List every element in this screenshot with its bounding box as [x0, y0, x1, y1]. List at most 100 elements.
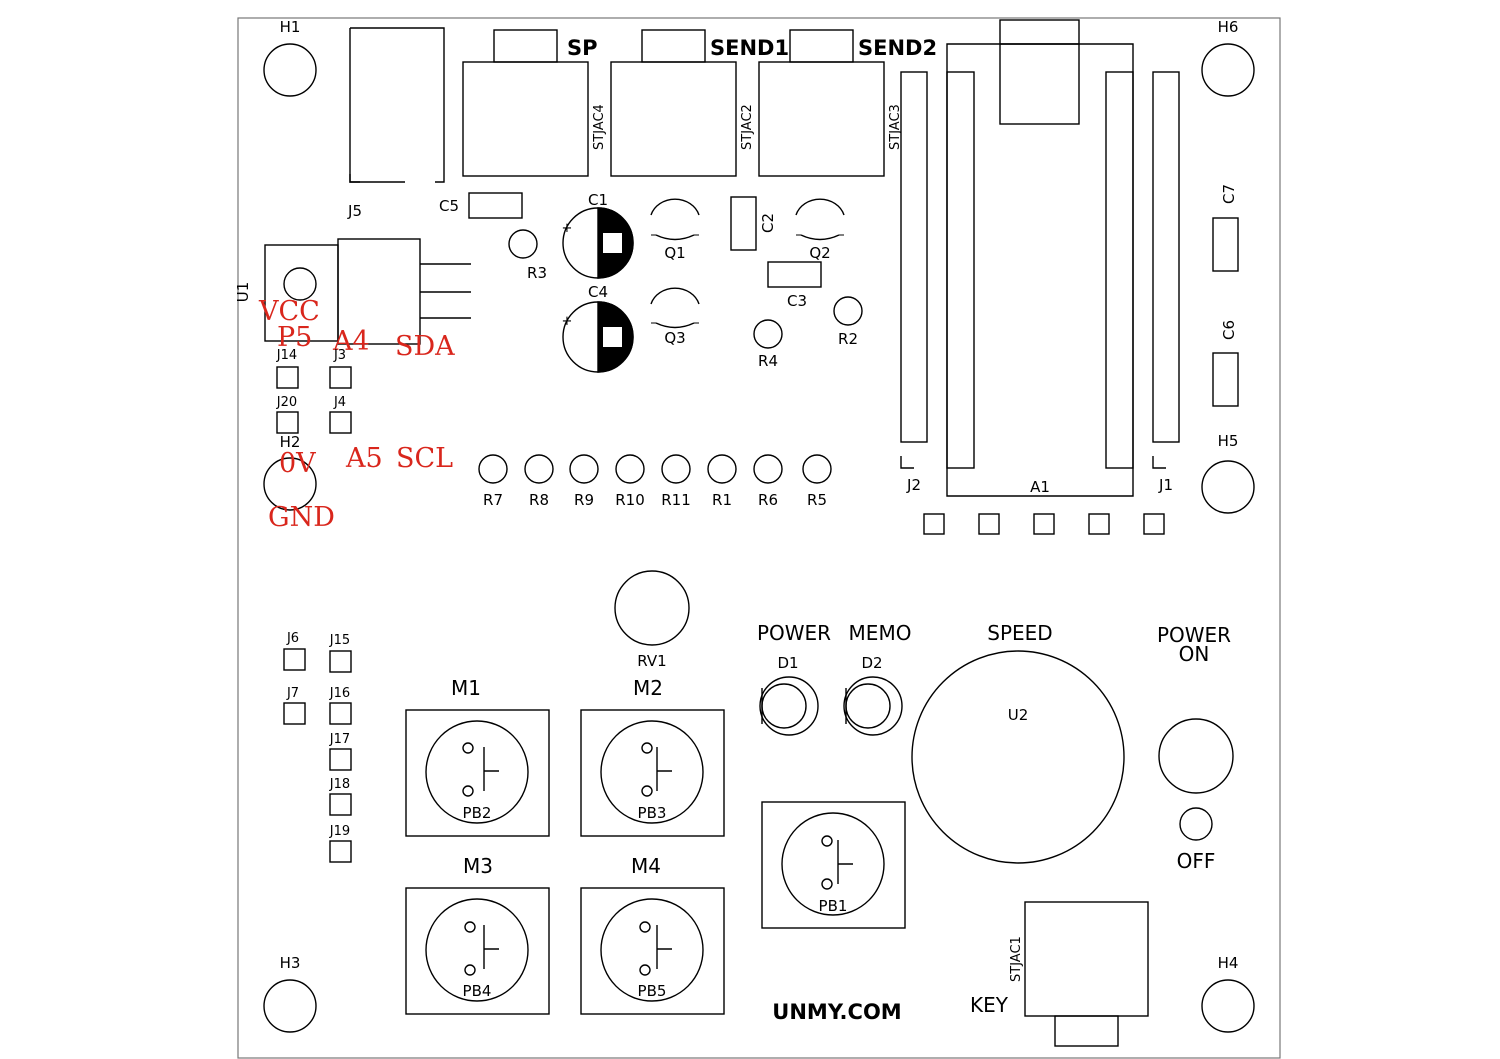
button-m4-label: M4 [631, 854, 661, 878]
button-pb1-label: PB1 [819, 897, 848, 915]
power-switch: POWER ON OFF [1157, 623, 1234, 873]
board-outline [237, 17, 1281, 1059]
button-pb4: M3 PB4 [405, 854, 550, 1015]
pad-j7-label: J7 [286, 686, 299, 701]
button-m2-label: M2 [633, 676, 663, 700]
c1-plus-mark: + [562, 221, 573, 236]
hole-h6-label: H6 [1218, 18, 1239, 36]
annotation-a4: A4 [332, 326, 370, 357]
electrolytic-c4-label: C4 [588, 283, 608, 301]
led-d2-label: D2 [861, 654, 882, 672]
transistor-q3-label: Q3 [664, 329, 685, 347]
resistor-r7 [478, 454, 508, 484]
annotation-sda: SDA [395, 331, 455, 362]
power-on-label-line2: ON [1179, 642, 1210, 666]
annotation-gnd: GND [268, 502, 335, 533]
button-pb5-label: PB5 [638, 982, 667, 1000]
resistor-r4: R4 [753, 319, 783, 370]
power-on-label-line1: POWER [1157, 623, 1231, 647]
resistor-r2-label: R2 [838, 330, 858, 348]
capacitor-c3-label: C3 [787, 292, 807, 310]
hole-h5-label: H5 [1218, 432, 1239, 450]
pad-j19-label: J19 [329, 824, 350, 839]
button-pb3-label: PB3 [638, 804, 667, 822]
jack-sp-label: SP [567, 36, 598, 60]
regulator-u1: U1 [234, 238, 471, 345]
jack-stjac4: SP STJAC4 [462, 29, 607, 177]
resistor-r1 [707, 454, 737, 484]
button-pb5: M4 PB5 [580, 854, 725, 1015]
jack-send1-label: SEND1 [710, 36, 789, 60]
led-d1-label: D1 [777, 654, 798, 672]
resistor-r11-label: R11 [661, 491, 691, 509]
capacitor-c5: C5 [439, 192, 523, 219]
connector-j5-label: J5 [347, 202, 362, 220]
resistor-r9 [569, 454, 599, 484]
header-j1: J1 [1152, 71, 1180, 494]
resistor-r3-label: R3 [527, 264, 547, 282]
connector-j5: J5 [347, 27, 445, 220]
electrolytic-c1: C1 + [562, 191, 634, 279]
hole-h3-label: H3 [280, 954, 301, 972]
resistor-r6-label: R6 [758, 491, 778, 509]
resistor-r11 [661, 454, 691, 484]
resistor-r10 [615, 454, 645, 484]
regulator-u1-label: U1 [234, 282, 252, 303]
jack-stjac4-label: STJAC4 [592, 104, 607, 150]
pad-j17-label: J17 [329, 732, 350, 747]
hole-h3 [263, 979, 317, 1033]
encoder-u2-label: U2 [1008, 706, 1029, 724]
header-j2: J2 [900, 71, 928, 494]
annotation-p5: P5 [277, 322, 312, 353]
brand-label: UNMY.COM [772, 1000, 901, 1024]
module-a1: A1 [923, 19, 1165, 535]
jack-send2-label: SEND2 [858, 36, 937, 60]
annotation-a5: A5 [345, 443, 383, 474]
resistor-r5 [802, 454, 832, 484]
pad-j3-label: J3 [333, 348, 346, 363]
button-m3-label: M3 [463, 854, 493, 878]
capacitor-c5-label: C5 [439, 197, 459, 215]
annotation-0v: 0V [279, 448, 316, 479]
resistor-r8-label: R8 [529, 491, 549, 509]
pad-j16-label: J16 [329, 686, 350, 701]
hole-h5 [1201, 460, 1255, 514]
resistor-r1-label: R1 [712, 491, 732, 509]
jumper-pads-bottom: J6 J15 J7 J16 J17 J18 J19 [283, 631, 352, 863]
button-pb4-label: PB4 [463, 982, 492, 1000]
capacitor-c2-label: C2 [759, 213, 777, 233]
hole-h1 [263, 43, 317, 97]
capacitor-c7: C7 [1212, 184, 1239, 272]
jumper-pads-top: J14 J3 J20 J4 [276, 348, 352, 434]
capacitor-c6: C6 [1212, 320, 1239, 407]
led-d2: MEMO D2 [843, 621, 912, 736]
pad-j15-label: J15 [329, 633, 350, 648]
electrolytic-c4: C4 + [562, 283, 634, 373]
transistor-q2-label: Q2 [809, 244, 830, 262]
resistor-r3: R3 [508, 229, 547, 282]
button-pb2: M1 PB2 [405, 676, 550, 837]
button-pb2-label: PB2 [463, 804, 492, 822]
i2c-annotations: VCC P5 A4 SDA 0V A5 SCL GND [258, 296, 455, 533]
hole-h4-label: H4 [1218, 954, 1239, 972]
resistor-r9-label: R9 [574, 491, 594, 509]
pad-j6-label: J6 [286, 631, 299, 646]
trimmer-rv1-label: RV1 [637, 652, 666, 670]
led-power-label: POWER [757, 621, 831, 645]
resistor-row: R7 R8 R9 R10 R11 R1 R6 R5 [478, 454, 832, 509]
resistor-r8 [524, 454, 554, 484]
power-off-label: OFF [1177, 849, 1216, 873]
resistor-r10-label: R10 [615, 491, 645, 509]
transistor-q2: Q2 [795, 198, 845, 262]
button-pb1: PB1 [761, 801, 906, 929]
led-memo-label: MEMO [849, 621, 912, 645]
jack-stjac3: SEND2 STJAC3 [758, 29, 937, 177]
transistor-q1-label: Q1 [664, 244, 685, 262]
hole-h6 [1201, 43, 1255, 97]
pad-j18-label: J18 [329, 777, 350, 792]
encoder-speed-label: SPEED [987, 621, 1052, 645]
resistor-r7-label: R7 [483, 491, 503, 509]
hole-h4 [1201, 979, 1255, 1033]
transistor-q3: Q3 [650, 287, 700, 347]
